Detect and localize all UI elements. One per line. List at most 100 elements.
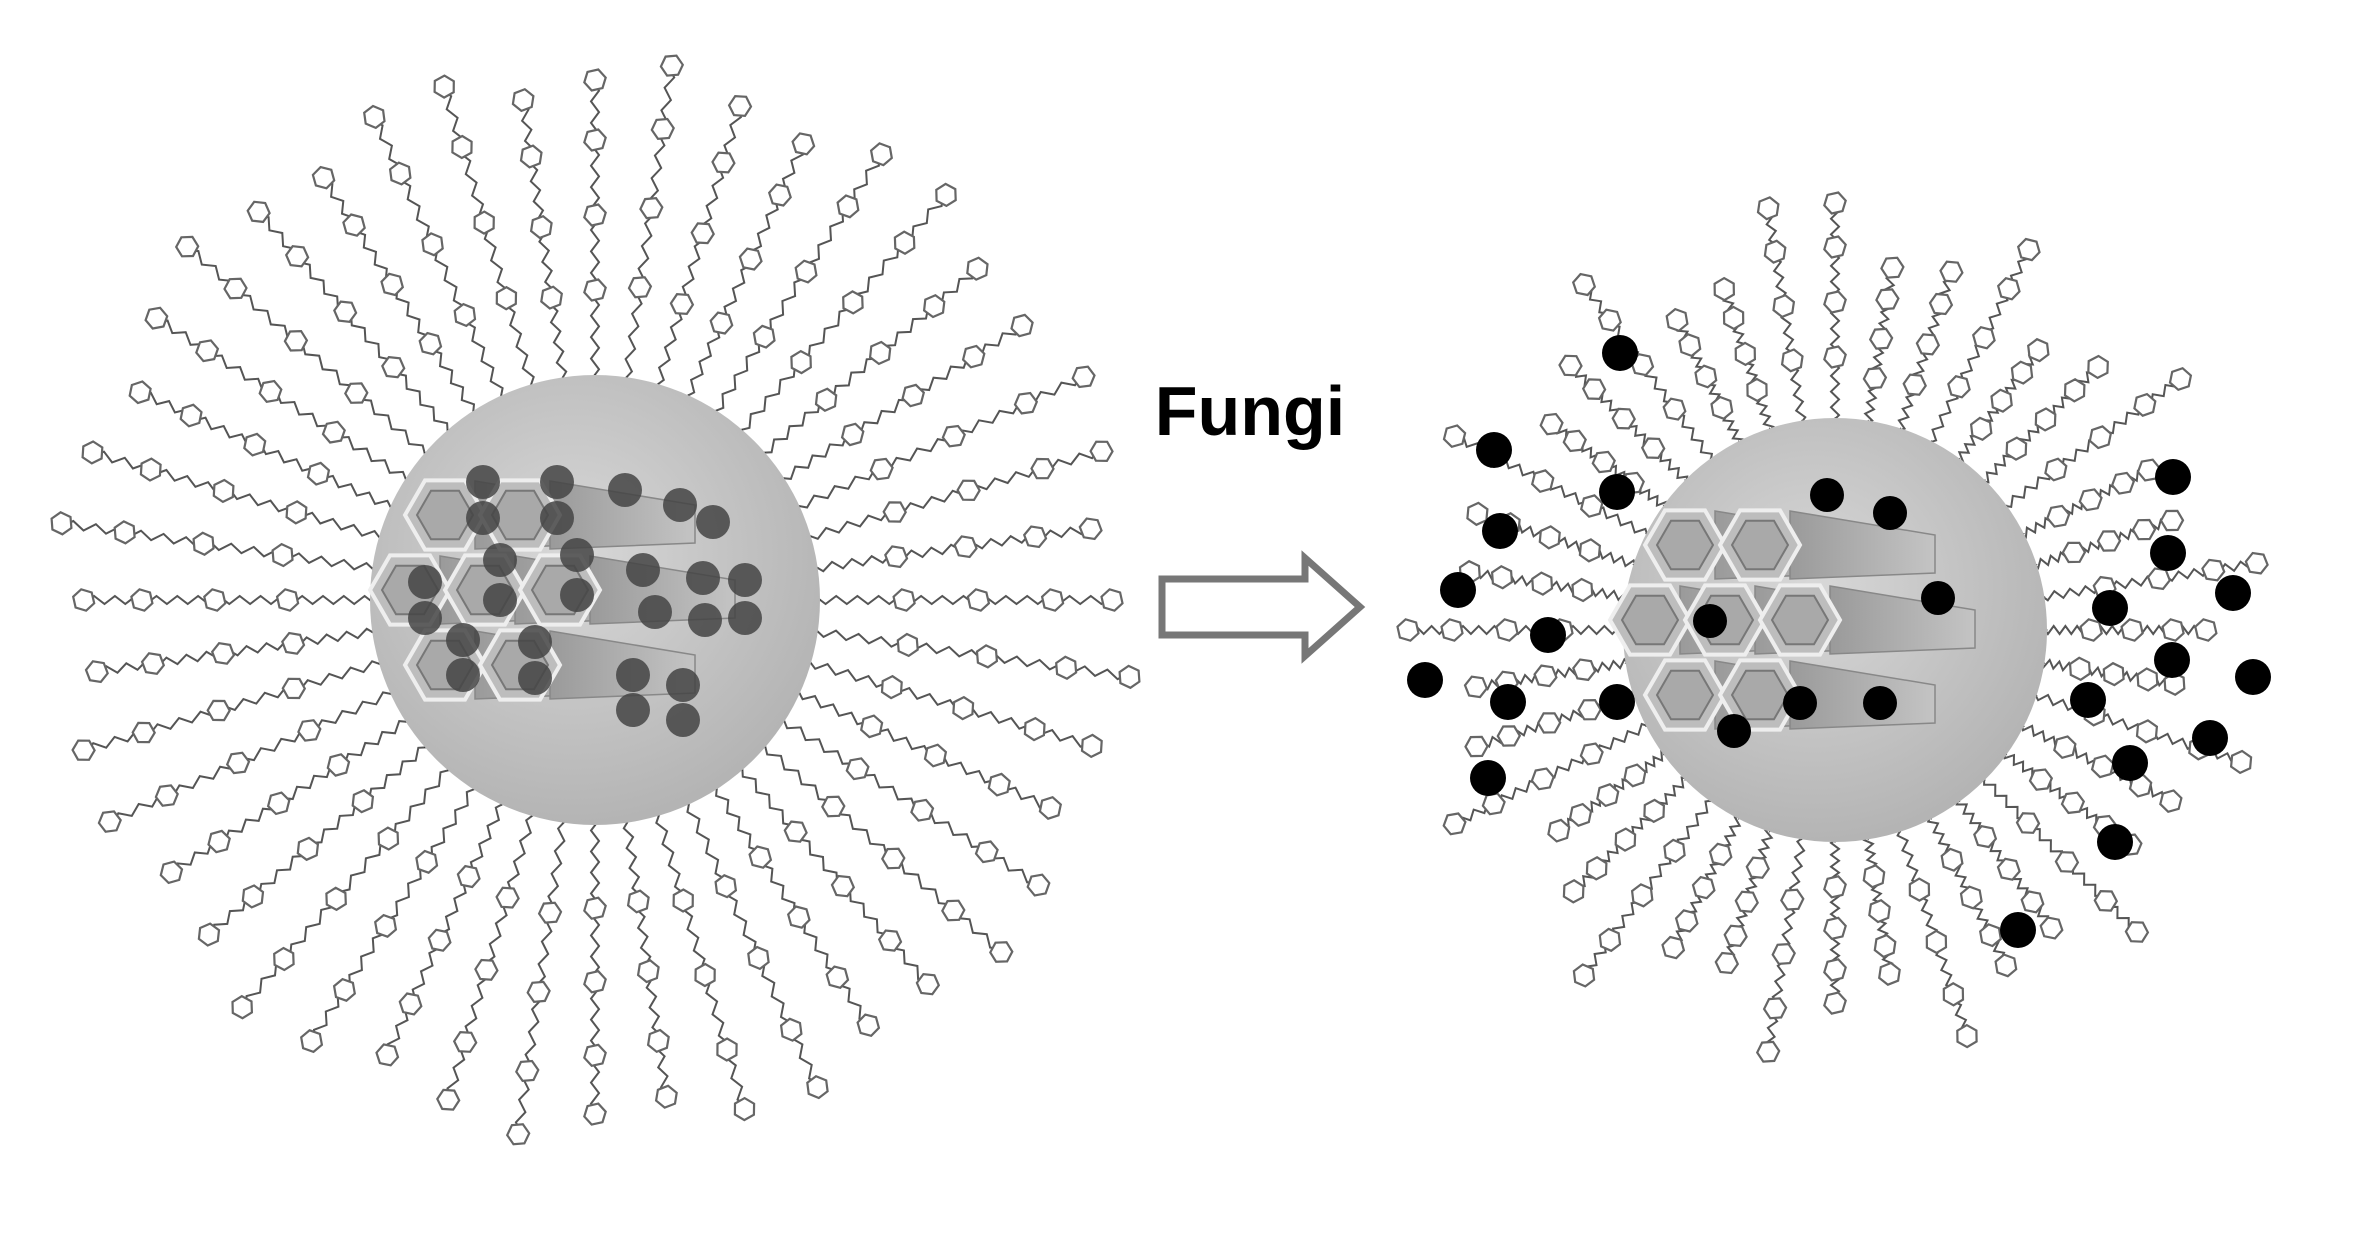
right-chain <box>1714 822 1777 975</box>
right-chain <box>2014 718 2183 814</box>
left-chain <box>159 712 416 885</box>
left-chain <box>774 313 1034 488</box>
cargo-dot <box>1490 684 1526 720</box>
right-chain <box>1950 792 2064 940</box>
right-chain <box>1661 809 1747 960</box>
cargo-dot <box>666 668 700 702</box>
right-chain <box>1713 276 1777 438</box>
right-chain <box>1547 745 1673 843</box>
cargo-dot <box>540 465 574 499</box>
cargo-dot <box>1407 662 1443 698</box>
left-chain <box>651 94 753 394</box>
cargo-dot <box>1717 714 1751 748</box>
cargo-dot <box>626 553 660 587</box>
left-chain <box>801 656 1103 759</box>
cargo-dot <box>2235 659 2271 695</box>
left-chain <box>505 814 570 1146</box>
cargo-dot <box>466 465 500 499</box>
left-chain <box>733 182 957 440</box>
left-chain <box>50 511 381 575</box>
cargo-dot <box>666 703 700 737</box>
right-chain <box>1396 618 1631 642</box>
cargo-dot <box>483 583 517 617</box>
cargo-dot <box>696 505 730 539</box>
right-chain <box>1571 272 1720 468</box>
left-chain <box>809 625 1141 690</box>
cargo-dot <box>2150 535 2186 571</box>
right-released-cargo <box>1407 335 2271 948</box>
cargo-dot <box>1470 760 1506 796</box>
fungi-label: Fungi <box>1155 372 1345 450</box>
cargo-dot <box>616 658 650 692</box>
right-chain <box>1893 822 1978 1049</box>
right-chain <box>1823 191 1847 426</box>
cargo-dot <box>483 543 517 577</box>
cargo-dot <box>2192 720 2228 756</box>
left-chain <box>71 588 378 612</box>
cargo-dot <box>446 658 480 692</box>
right-pore-6 <box>1717 658 1936 732</box>
left-chain <box>651 806 756 1122</box>
left-chain <box>755 738 1014 963</box>
left-chain <box>680 795 829 1100</box>
left-chain <box>620 814 678 1109</box>
cargo-dot <box>616 693 650 727</box>
cargo-dot <box>2112 745 2148 781</box>
left-chain <box>774 712 1051 897</box>
right-chain <box>2039 618 2218 642</box>
cargo-dot <box>1599 474 1635 510</box>
cargo-dot <box>1602 335 1638 371</box>
right-chain <box>1562 770 1695 904</box>
right-chain <box>1975 354 2109 490</box>
left-chain <box>809 517 1103 575</box>
left-chain <box>733 760 941 996</box>
right-chain <box>1665 307 1747 451</box>
left-chain <box>81 440 389 544</box>
cargo-dot <box>686 561 720 595</box>
cargo-dot <box>560 578 594 612</box>
cargo-dot <box>408 601 442 635</box>
right-chain <box>1558 354 1695 490</box>
right-chain <box>2027 509 2185 572</box>
cargo-dot <box>408 565 442 599</box>
left-chain <box>84 625 381 684</box>
right-chain <box>1923 809 2018 978</box>
cargo-dot <box>1783 686 1817 720</box>
cargo-dot <box>728 563 762 597</box>
right-chain <box>1861 256 1905 430</box>
left-chain <box>231 760 457 1020</box>
left-chain <box>707 142 893 421</box>
left-chain <box>812 588 1124 612</box>
left-chain <box>363 104 510 405</box>
cargo-dot <box>1810 478 1844 512</box>
cargo-dot <box>2155 459 2191 495</box>
right-chain <box>1463 656 1635 699</box>
cargo-dot <box>2215 575 2251 611</box>
left-chain <box>375 795 510 1067</box>
cargo-dot <box>518 625 552 659</box>
right-chain <box>1923 237 2041 451</box>
cargo-dot <box>446 623 480 657</box>
left-chain <box>311 165 483 421</box>
left-chain <box>583 68 607 383</box>
left-chain <box>246 200 457 440</box>
cargo-dot <box>1482 513 1518 549</box>
cargo-dot <box>560 538 594 572</box>
left-chain <box>680 132 816 405</box>
left-chain <box>436 806 539 1111</box>
cargo-dot <box>540 501 574 535</box>
cargo-dot <box>728 601 762 635</box>
process-arrow <box>1158 550 1366 664</box>
right-chain <box>2035 551 2269 604</box>
cargo-dot <box>518 661 552 695</box>
right-chain <box>1861 830 1901 986</box>
cargo-dot <box>688 603 722 637</box>
left-chain <box>511 87 570 386</box>
right-chain <box>2014 458 2161 542</box>
cargo-dot <box>608 473 642 507</box>
left-chain <box>583 817 607 1126</box>
cargo-dot <box>1863 686 1897 720</box>
left-grafted-chains <box>50 54 1141 1146</box>
right-chain <box>1458 559 1635 604</box>
